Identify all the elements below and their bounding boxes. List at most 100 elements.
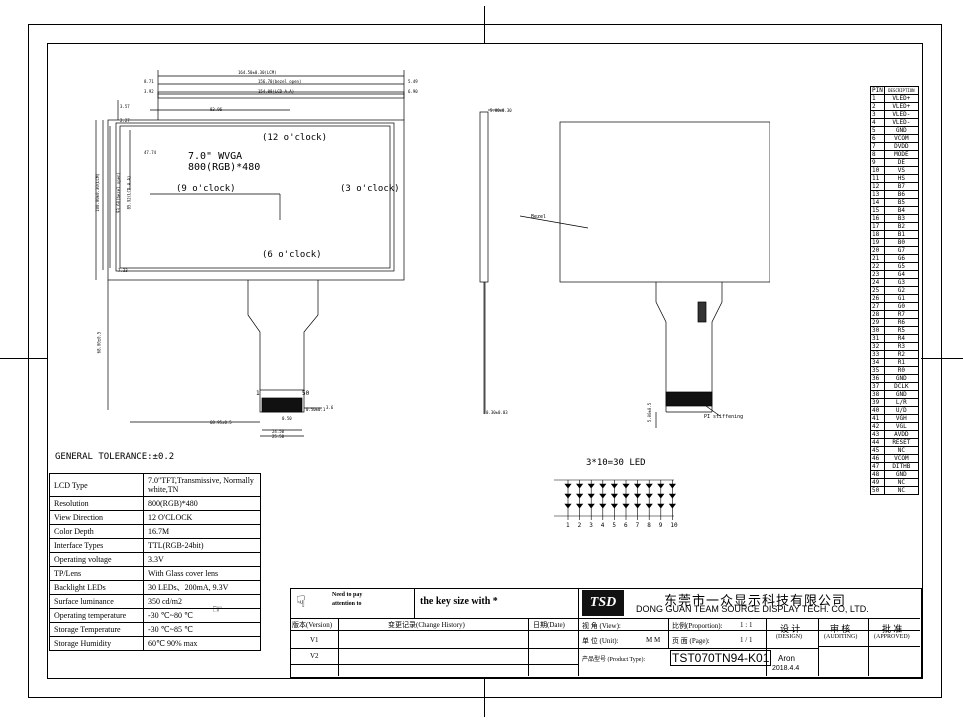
pin-number: 27 bbox=[870, 302, 885, 311]
tb-line-v8 bbox=[868, 618, 869, 676]
led-diode-icon bbox=[599, 493, 607, 499]
pin-number: 10 bbox=[870, 166, 885, 175]
view-key: 视 角 (View): bbox=[582, 622, 621, 630]
dim-right2: 6.90 bbox=[408, 89, 418, 94]
led-diode-icon bbox=[622, 483, 630, 489]
led-number: 9 bbox=[658, 522, 663, 529]
led-diode-icon bbox=[668, 503, 676, 509]
pin-number: 29 bbox=[870, 318, 885, 327]
led-diode-icon bbox=[610, 483, 618, 489]
product-type-key: 产品型号 (Product Type): bbox=[582, 657, 646, 663]
pin-desc: NC bbox=[883, 446, 919, 455]
pin-number: 16 bbox=[870, 214, 885, 223]
approve-en: (APPROVED) bbox=[874, 634, 910, 640]
pin-number: 33 bbox=[870, 350, 885, 359]
pin-number: 12 bbox=[870, 182, 885, 191]
outer-frame bbox=[28, 24, 942, 698]
led-diode-icon bbox=[564, 483, 572, 489]
dim-left1: 8.71 bbox=[144, 79, 154, 84]
page-key: 页 面 (Page): bbox=[672, 637, 710, 645]
led-diode-icon bbox=[599, 503, 607, 509]
pin-number: 44 bbox=[870, 438, 885, 447]
pin-number: 14 bbox=[870, 198, 885, 207]
dim-t2: 0.50 bbox=[282, 416, 292, 421]
pin-desc: U/D bbox=[883, 406, 919, 415]
pin-desc: VS bbox=[883, 166, 919, 175]
spec-value: 350 cd/m2 bbox=[143, 594, 261, 609]
pin-desc: G6 bbox=[883, 254, 919, 263]
led-number: 10 bbox=[670, 522, 678, 529]
pin-desc: VLED- bbox=[883, 118, 919, 127]
pin1-label: 1 bbox=[256, 390, 260, 397]
pin-desc: R5 bbox=[883, 326, 919, 335]
back-view-drawing bbox=[520, 121, 770, 428]
clock-3: (3 o'clock) bbox=[340, 184, 400, 194]
tb-line-h5 bbox=[818, 646, 920, 647]
pin-number: 37 bbox=[870, 382, 885, 391]
led-number: 4 bbox=[600, 522, 605, 529]
inner-frame bbox=[47, 43, 923, 679]
pin-desc: NC bbox=[883, 478, 919, 487]
pin-number: 26 bbox=[870, 294, 885, 303]
pin-desc: G1 bbox=[883, 294, 919, 303]
pin-desc: GND bbox=[883, 374, 919, 383]
led-diode-icon bbox=[564, 493, 572, 499]
spec-row: Operating temperature-30 ℃~80 ℃ bbox=[49, 608, 261, 623]
dim-t4: 24.50 bbox=[272, 429, 285, 434]
pin-number: 50 bbox=[870, 486, 885, 495]
pin-desc: G5 bbox=[883, 262, 919, 271]
pin-desc: L/R bbox=[883, 398, 919, 407]
design-cn: 设 计 bbox=[780, 624, 801, 634]
spec-key: Storage Temperature bbox=[49, 622, 144, 637]
led-number: 3 bbox=[589, 522, 593, 529]
led-title: 3*10=30 LED bbox=[586, 458, 646, 468]
pin-number: 34 bbox=[870, 358, 885, 367]
title-block bbox=[290, 588, 922, 678]
tb-line-h3 bbox=[290, 648, 818, 649]
dim-fpc-x: 68.95±0.5 bbox=[210, 420, 232, 425]
pin-desc: G3 bbox=[883, 278, 919, 287]
led-diode-icon bbox=[657, 493, 665, 499]
pin-number: 46 bbox=[870, 454, 885, 463]
pin-number: 42 bbox=[870, 422, 885, 431]
pin-table-header: PIN DESCRIPTION bbox=[870, 86, 919, 95]
pin-desc: MODE bbox=[883, 150, 919, 159]
pin-desc: RESET bbox=[883, 438, 919, 447]
prop-key: 比例(Proportion): bbox=[672, 622, 723, 630]
tb-line-v3 bbox=[338, 618, 339, 676]
pin-number: 31 bbox=[870, 334, 885, 343]
hand-pointer-icon: ☞ bbox=[212, 602, 223, 616]
panel-line2: 800(RGB)*480 bbox=[188, 162, 261, 173]
dim-side-v: 5.00±0.5 bbox=[647, 402, 653, 423]
led-diode-icon bbox=[599, 483, 607, 489]
change-header: 变更记录(Change History) bbox=[388, 621, 465, 629]
dim-bottom-v: 7.33 bbox=[118, 268, 128, 273]
dim-t3: 3.6 bbox=[326, 405, 334, 410]
led-diode-icon bbox=[668, 483, 676, 489]
pin-number: 30 bbox=[870, 326, 885, 335]
pin-desc: DCLK bbox=[883, 382, 919, 391]
pin-desc: B4 bbox=[883, 206, 919, 215]
led-diode-icon bbox=[587, 493, 595, 499]
pin-number: 11 bbox=[870, 174, 885, 183]
